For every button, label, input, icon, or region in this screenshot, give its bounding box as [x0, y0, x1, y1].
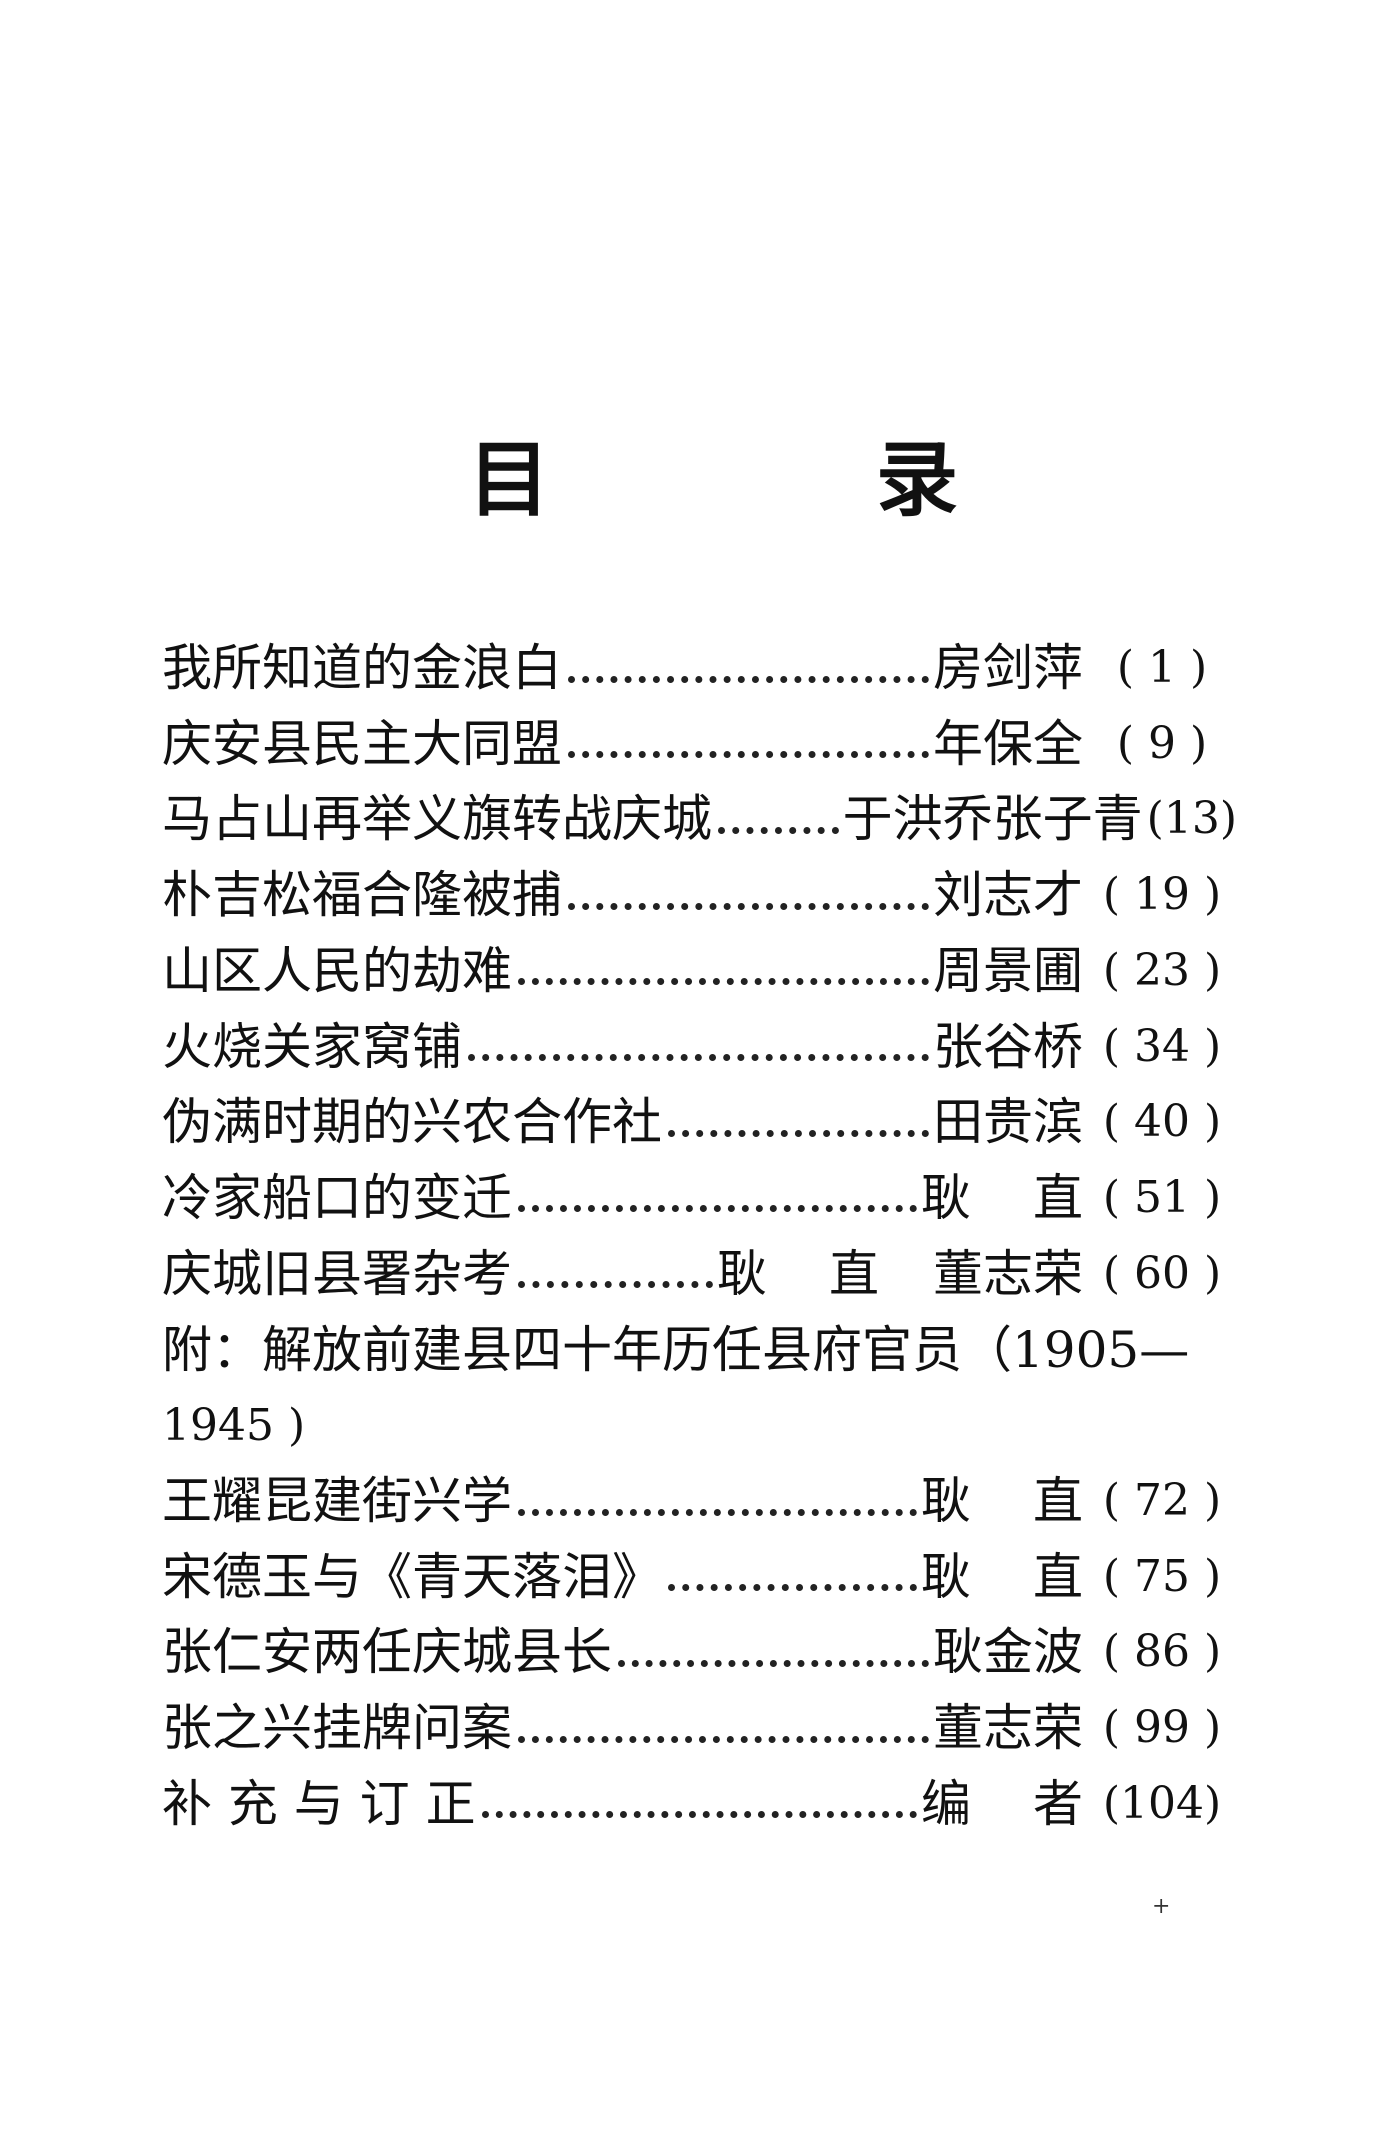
- dot-leader: [518, 1735, 929, 1743]
- entry-title: 张仁安两任庆城县长: [162, 1623, 612, 1682]
- entry-page: ( 34 ): [1102, 1020, 1222, 1072]
- entry-title: 朴吉松福合隆被捕: [162, 866, 562, 925]
- entry-title: 庆城旧县署杂考: [162, 1244, 512, 1303]
- toc-entry[interactable]: 王耀昆建街兴学 耿直 ( 72 ): [162, 1463, 1237, 1539]
- toc-entry[interactable]: 我所知道的金浪白 房剑萍 ( 1 ): [162, 630, 1237, 706]
- dot-leader: [518, 978, 929, 986]
- dot-leader: [668, 1584, 917, 1592]
- dot-leader: [718, 826, 839, 834]
- print-mark: +: [1152, 1894, 1171, 1919]
- entry-author: 于洪乔张子青: [842, 790, 1143, 849]
- entry-title: 冷家船口的变迁: [162, 1168, 512, 1227]
- entry-author: 田贵滨: [933, 1093, 1083, 1152]
- entry-author: 张谷桥: [933, 1017, 1083, 1076]
- entry-title: 王耀昆建街兴学: [162, 1472, 512, 1530]
- toc-entry[interactable]: 张仁安两任庆城县长 耿金波 ( 86 ): [162, 1614, 1237, 1690]
- entry-page: ( 75 ): [1102, 1550, 1222, 1602]
- entry-title: 张之兴挂牌问案: [162, 1699, 512, 1758]
- entry-author: 耿直: [921, 1547, 1083, 1606]
- entry-author: 耿直: [921, 1472, 1083, 1530]
- entry-title: 火烧关家窝铺: [162, 1017, 462, 1076]
- dot-leader: [468, 1054, 929, 1061]
- entry-page: (104): [1102, 1777, 1222, 1829]
- entry-page: ( 51 ): [1102, 1171, 1222, 1223]
- toc-heading-char-2: 录: [876, 432, 959, 528]
- entry-page: ( 9 ): [1116, 717, 1208, 769]
- toc-entry[interactable]: 马占山再举义旗转战庆城 于洪乔张子青(13): [162, 781, 1237, 857]
- dot-leader: [518, 1281, 713, 1289]
- entry-title: 山区人民的劫难: [162, 941, 512, 1000]
- entry-page: ( 1 ): [1116, 642, 1208, 693]
- entry-page: ( 23 ): [1102, 944, 1222, 996]
- toc-entry[interactable]: 张之兴挂牌问案 董志荣 ( 99 ): [162, 1690, 1237, 1766]
- entry-title: 伪满时期的兴农合作社: [162, 1093, 662, 1152]
- toc-entry[interactable]: 伪满时期的兴农合作社 田贵滨 ( 40 ): [162, 1084, 1237, 1160]
- entry-author: 耿直: [717, 1244, 879, 1303]
- entry-title: 宋德玉与《青天落泪》: [162, 1547, 662, 1606]
- entry-author: 耿金波: [933, 1623, 1083, 1682]
- toc-entry[interactable]: 朴吉松福合隆被捕 刘志才 ( 19 ): [162, 857, 1237, 933]
- appendix-line-1: 附：解放前建县四十年历任县府官员（1905—: [162, 1321, 1190, 1379]
- dot-leader: [568, 675, 929, 683]
- dot-leader: [568, 751, 929, 759]
- entry-title: 我所知道的金浪白: [162, 639, 562, 697]
- toc-entry[interactable]: 宋德玉与《青天落泪》 耿直 ( 75 ): [162, 1539, 1237, 1615]
- entry-page: ( 99 ): [1102, 1702, 1222, 1754]
- entry-author: 董志荣: [933, 1699, 1083, 1758]
- toc-heading-char-1: 目: [468, 432, 551, 528]
- entry-author: 编者: [921, 1774, 1083, 1833]
- dot-leader: [518, 1508, 917, 1516]
- toc-entry[interactable]: 山区人民的劫难 周景圃 ( 23 ): [162, 933, 1237, 1009]
- entry-author: 房剑萍: [933, 639, 1083, 697]
- toc-entry[interactable]: 庆城旧县署杂考 耿直董志荣 ( 60 ): [162, 1236, 1237, 1312]
- toc-entry[interactable]: 补 充 与 订 正 编者 (104): [162, 1766, 1237, 1842]
- dot-leader: [518, 1205, 917, 1213]
- entry-title: 庆安县民主大同盟: [162, 714, 562, 773]
- toc-entry[interactable]: 冷家船口的变迁 耿直 ( 51 ): [162, 1160, 1237, 1236]
- toc-entry[interactable]: 庆安县民主大同盟 年保全 ( 9 ): [162, 706, 1237, 782]
- entry-page: ( 60 ): [1102, 1247, 1222, 1299]
- entry-page: ( 86 ): [1102, 1626, 1222, 1678]
- dot-leader: [618, 1659, 929, 1667]
- appendix-line-2: 1945 ): [162, 1400, 306, 1451]
- entry-author: 年保全: [933, 714, 1083, 773]
- dot-leader: [668, 1129, 929, 1137]
- entry-title: 马占山再举义旗转战庆城: [162, 790, 712, 849]
- dot-leader: [568, 902, 929, 910]
- entry-page: ( 40 ): [1102, 1096, 1222, 1148]
- entry-title: 补 充 与 订 正: [162, 1774, 476, 1833]
- entry-author: 耿直: [921, 1168, 1083, 1227]
- entry-author: 刘志才: [933, 866, 1083, 925]
- entry-page: ( 72 ): [1102, 1475, 1222, 1526]
- toc-entry[interactable]: 火烧关家窝铺 张谷桥 ( 34 ): [162, 1009, 1237, 1085]
- entry-author: 周景圃: [933, 941, 1083, 1000]
- entry-page: ( 19 ): [1102, 869, 1222, 921]
- entry-page: (13): [1146, 793, 1237, 845]
- entry-author-2: 董志荣: [933, 1244, 1083, 1303]
- dot-leader: [481, 1811, 917, 1819]
